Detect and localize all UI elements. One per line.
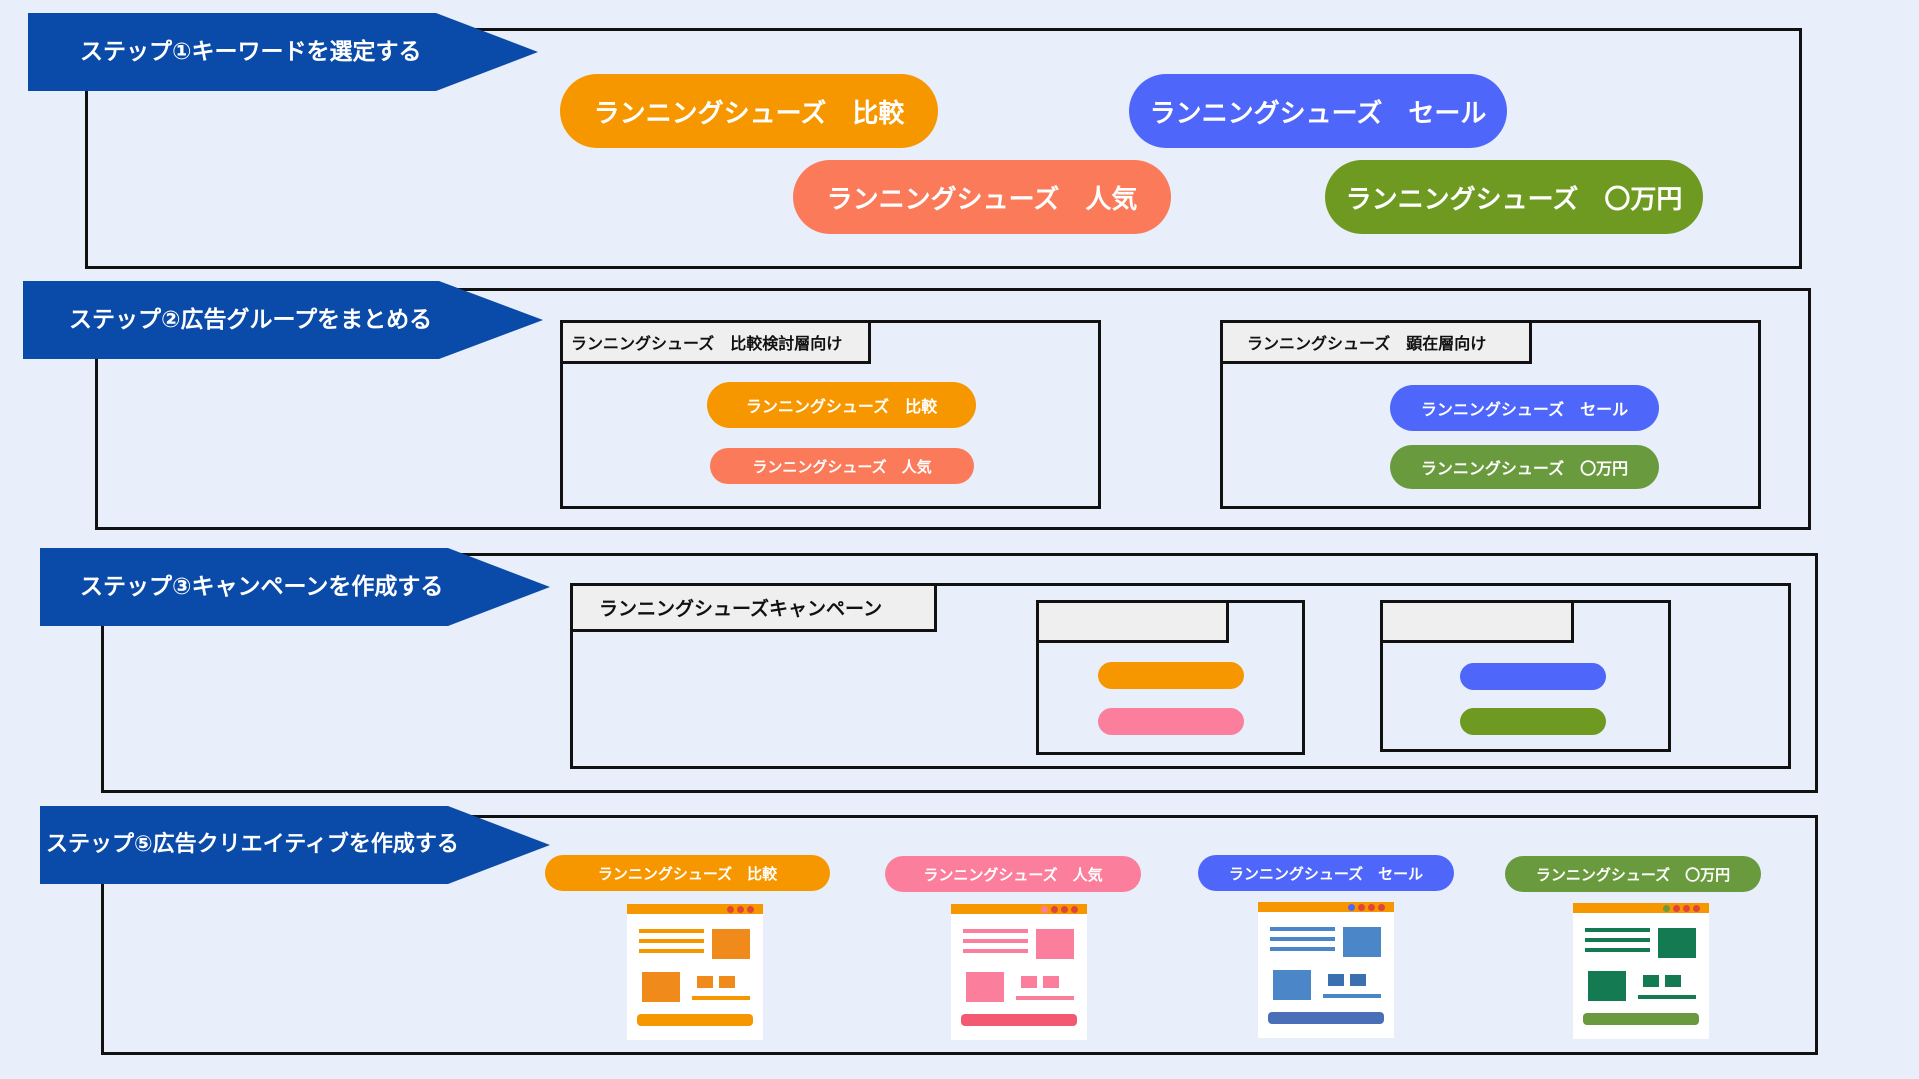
step5-banner: ステップ⑤広告クリエイティブを作成する: [40, 806, 550, 884]
campaign-bar-orange: [1098, 662, 1244, 689]
creative-label-compare: ランニングシューズ 比較: [545, 855, 830, 891]
step3-frame: [101, 553, 1818, 793]
keyword-pill-price: ランニングシューズ 〇万円: [1325, 160, 1703, 234]
step2-banner: ステップ②広告グループをまとめる: [23, 281, 543, 359]
ad-group-title-manifest: ランニングシューズ 顕在層向け: [1220, 320, 1532, 364]
keyword-pill-sale: ランニングシューズ セール: [1129, 74, 1507, 148]
creative-mockup-popular: [951, 904, 1087, 1040]
campaign-bar-green: [1460, 708, 1606, 735]
step3-banner: ステップ③キャンペーンを作成する: [40, 548, 550, 626]
campaign-title: ランニングシューズキャンペーン: [570, 583, 937, 632]
group-pill-price: ランニングシューズ 〇万円: [1390, 445, 1659, 489]
campaign-bar-pink: [1098, 708, 1244, 735]
campaign-group-tab-2: [1380, 600, 1574, 643]
ad-group-title-consideration: ランニングシューズ 比較検討層向け: [560, 320, 871, 364]
creative-mockup-price: [1573, 903, 1709, 1039]
creative-mockup-sale: [1258, 902, 1394, 1038]
group-pill-sale: ランニングシューズ セール: [1390, 385, 1659, 431]
step1-frame: [85, 28, 1802, 269]
campaign-bar-blue: [1460, 663, 1606, 690]
group-pill-compare: ランニングシューズ 比較: [707, 382, 976, 428]
campaign-group-tab-1: [1036, 600, 1229, 643]
keyword-pill-compare: ランニングシューズ 比較: [560, 74, 938, 148]
keyword-pill-popular: ランニングシューズ 人気: [793, 160, 1171, 234]
step2-frame: [95, 288, 1811, 530]
creative-label-popular: ランニングシューズ 人気: [885, 856, 1141, 892]
step1-banner: ステップ①キーワードを選定する: [28, 13, 538, 91]
creative-label-price: ランニングシューズ 〇万円: [1505, 856, 1761, 892]
creative-label-sale: ランニングシューズ セール: [1198, 855, 1454, 891]
creative-mockup-compare: [627, 904, 763, 1040]
group-pill-popular: ランニングシューズ 人気: [710, 448, 974, 484]
campaign-box: [570, 583, 1791, 769]
step5-frame: [101, 815, 1818, 1055]
